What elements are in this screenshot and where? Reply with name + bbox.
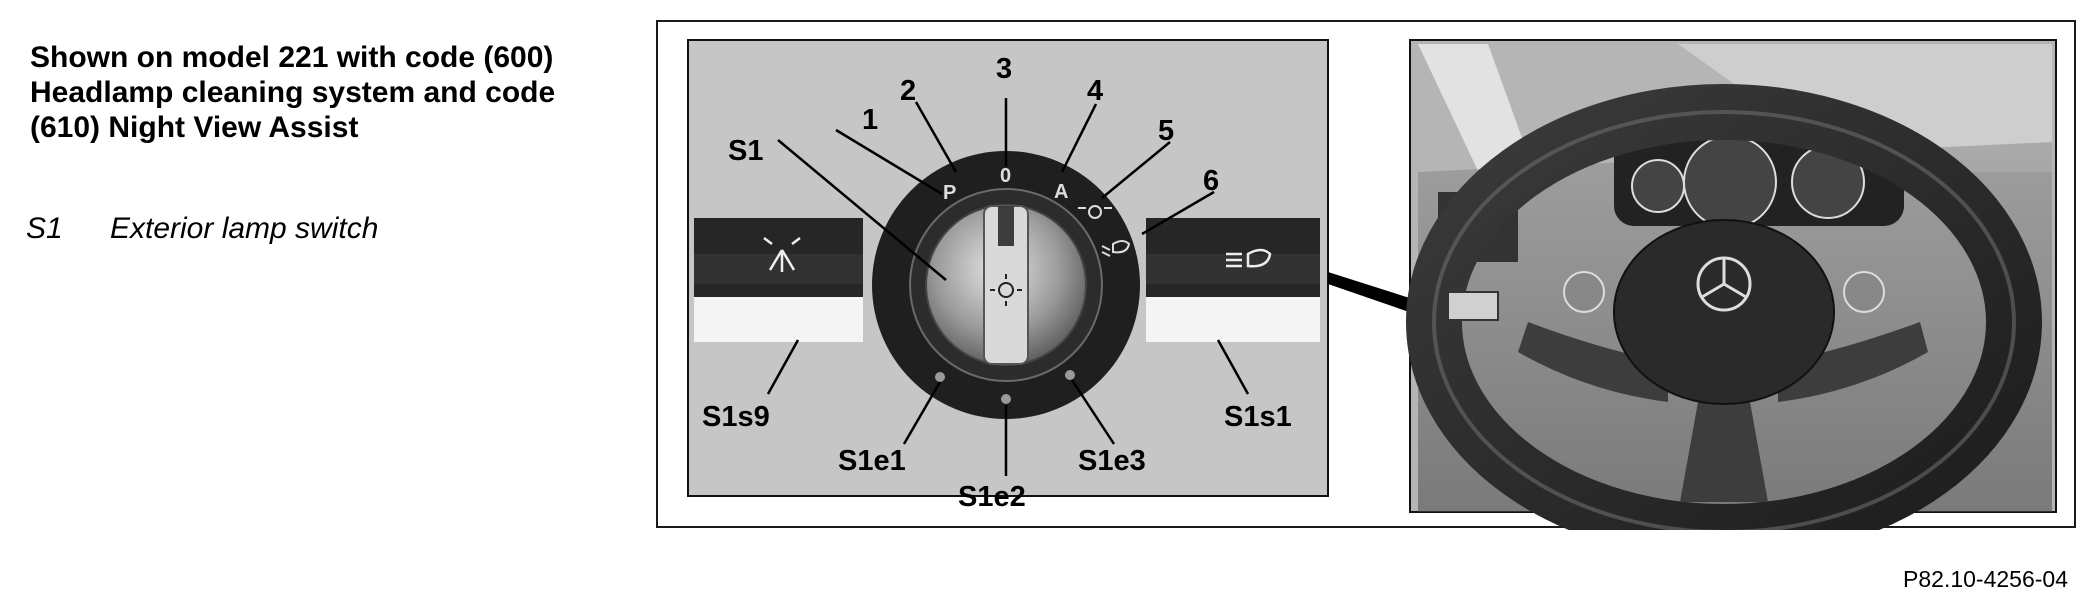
rotary-knob[interactable] (925, 204, 1087, 366)
indicator-led-s1e1 (935, 372, 945, 382)
headlamp-icon (1226, 248, 1272, 268)
legend-item-s1: S1 Exterior lamp switch (26, 212, 378, 246)
legend-code: S1 (26, 212, 63, 245)
light-icon (763, 237, 801, 272)
callout-1: 1 (862, 104, 878, 136)
callout-5: 5 (1158, 115, 1174, 147)
legend-description: Exterior lamp switch (110, 212, 379, 245)
parking-lamp-icon (1078, 205, 1112, 219)
figure-heading: Shown on model 221 with code (600) Headl… (30, 40, 630, 145)
figure-illustration: P 0 A (687, 39, 2057, 530)
wheel-button-right (1843, 271, 1885, 313)
heading-line: Shown on model 221 with code (600) (30, 41, 554, 74)
indicator-led-s1e2 (1001, 394, 1011, 404)
callout-s1e2: S1e2 (958, 481, 1026, 513)
lamp-switch-location (1447, 291, 1499, 321)
callout-3: 3 (996, 53, 1012, 85)
heading-line: (610) Night View Assist (30, 111, 359, 144)
callout-s1e3: S1e3 (1078, 445, 1146, 477)
callout-2: 2 (900, 75, 916, 107)
airbag-hub (1613, 219, 1835, 405)
callout-s1e1: S1e1 (838, 445, 906, 477)
switch-detail-panel: P 0 A (687, 39, 1329, 513)
right-side-button (1146, 218, 1320, 342)
indicator-led-s1e3 (1065, 370, 1075, 380)
light-symbol-icon (990, 274, 1022, 306)
parking-symbol: P (943, 182, 956, 204)
callout-s1s9: S1s9 (702, 401, 770, 433)
star-emblem-icon (1696, 256, 1752, 312)
photo-id: P82.10-4256-04 (1903, 566, 2068, 592)
heading-line: Headlamp cleaning system and code (30, 76, 556, 109)
low-beam-icon (1101, 240, 1131, 257)
figure-frame: P 0 A (656, 20, 2076, 530)
callout-s1s1: S1s1 (1224, 401, 1292, 433)
off-symbol: 0 (1000, 165, 1011, 187)
callout-s1: S1 (728, 135, 763, 167)
cockpit-photo (1406, 39, 2057, 530)
wheel-button-left (1563, 271, 1605, 313)
callout-4: 4 (1087, 75, 1103, 107)
leader-lines (766, 98, 1250, 476)
auto-symbol: A (1054, 181, 1068, 203)
callout-6: 6 (1203, 165, 1219, 197)
left-side-button (694, 218, 863, 342)
